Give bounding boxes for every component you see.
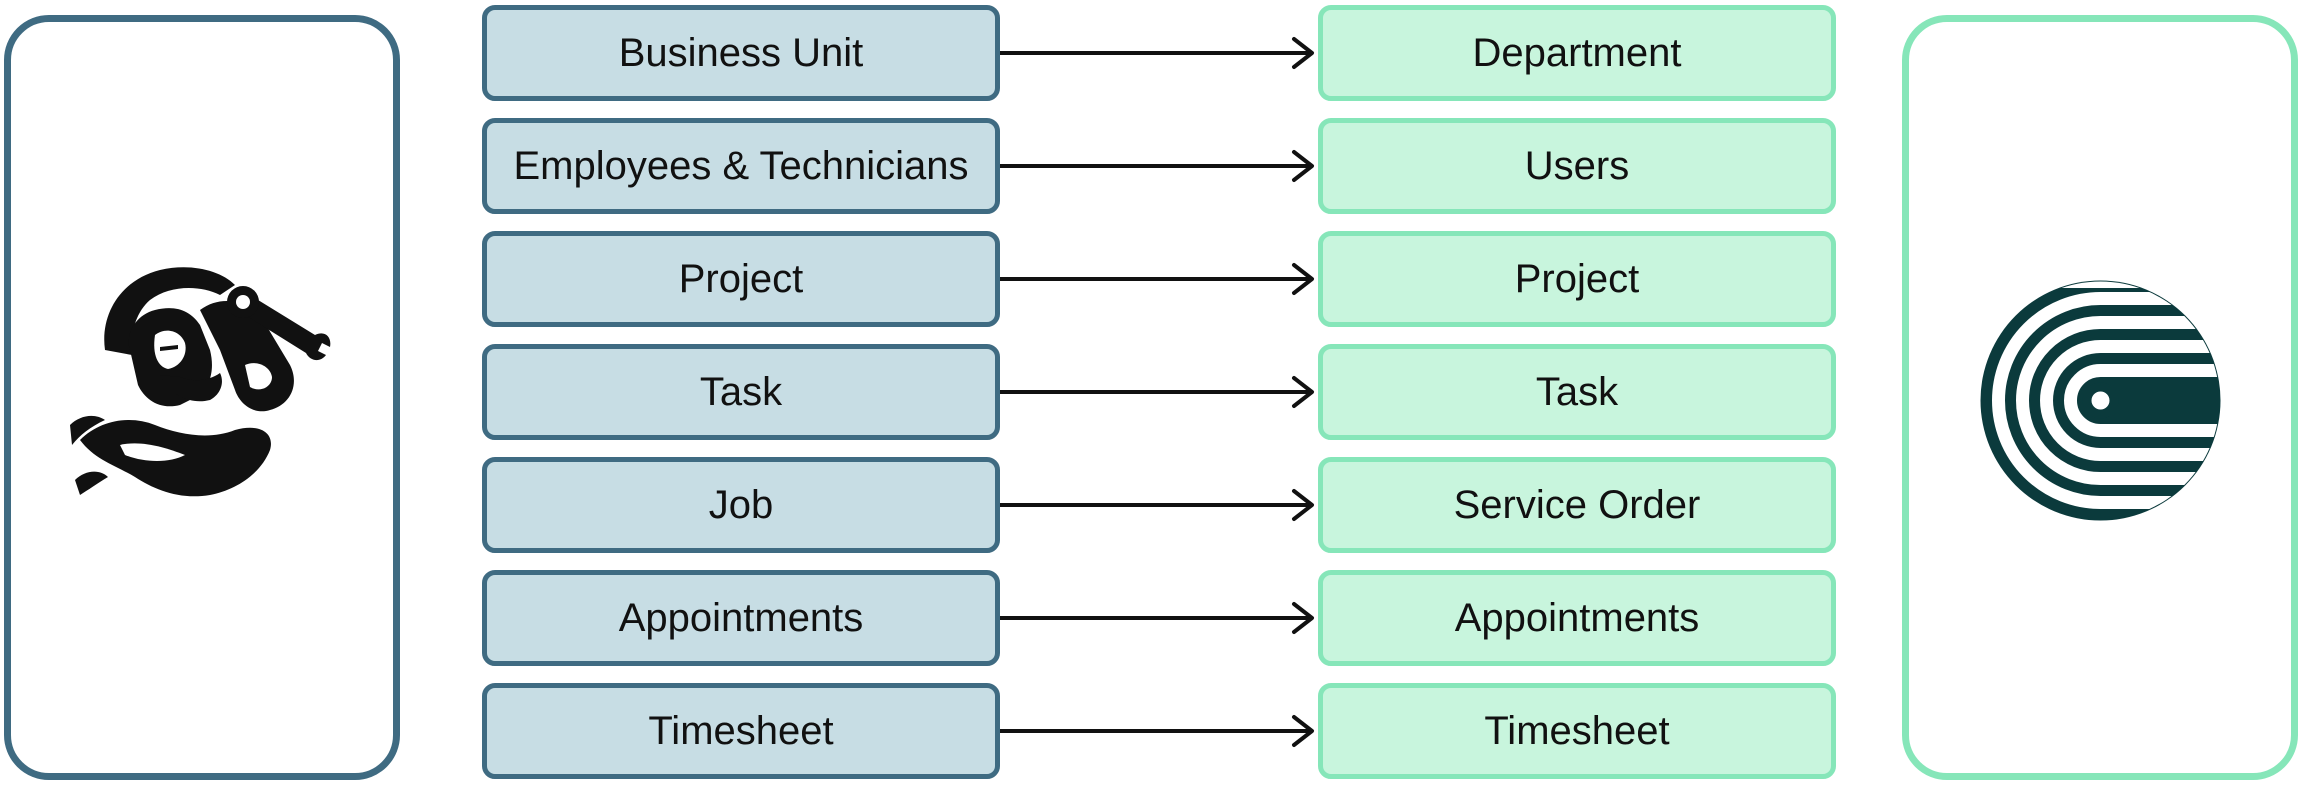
source-entity-employees-technicians: Employees & Technicians [482,118,1000,214]
mapping-arrow [1000,489,1314,521]
target-entity-label: Service Order [1453,482,1701,527]
mapping-arrow [1000,263,1314,295]
target-entity-task: Task [1318,344,1836,440]
source-entity-label: Task [699,369,783,414]
source-entity-label: Job [708,482,774,527]
target-entity-department: Department [1318,5,1836,101]
source-entity-label: Timesheet [648,708,834,753]
target-entity-label: Appointments [1454,595,1700,640]
concentric-arcs-logo-icon [1980,280,2221,521]
mapping-arrow [1000,150,1314,182]
source-entity-timesheet: Timesheet [482,683,1000,779]
target-entity-users: Users [1318,118,1836,214]
target-entity-label: Department [1472,30,1682,75]
source-entity-label: Project [678,256,804,301]
mapping-arrow [1000,715,1314,747]
target-entity-project: Project [1318,231,1836,327]
source-entity-business-unit: Business Unit [482,5,1000,101]
mechanic-with-wrench-logo-icon [70,267,331,497]
target-entity-label: Users [1524,143,1630,188]
source-entity-label: Employees & Technicians [513,143,969,188]
target-entity-appointments: Appointments [1318,570,1836,666]
mapping-arrow [1000,376,1314,408]
target-entity-label: Task [1535,369,1619,414]
mapping-arrow [1000,602,1314,634]
mapping-arrow [1000,37,1314,69]
source-entity-task: Task [482,344,1000,440]
source-entity-label: Business Unit [618,30,864,75]
source-entity-label: Appointments [618,595,864,640]
target-entity-label: Timesheet [1484,708,1670,753]
source-entity-job: Job [482,457,1000,553]
target-entity-timesheet: Timesheet [1318,683,1836,779]
source-entity-project: Project [482,231,1000,327]
source-entity-appointments: Appointments [482,570,1000,666]
target-entity-service-order: Service Order [1318,457,1836,553]
target-entity-label: Project [1514,256,1640,301]
